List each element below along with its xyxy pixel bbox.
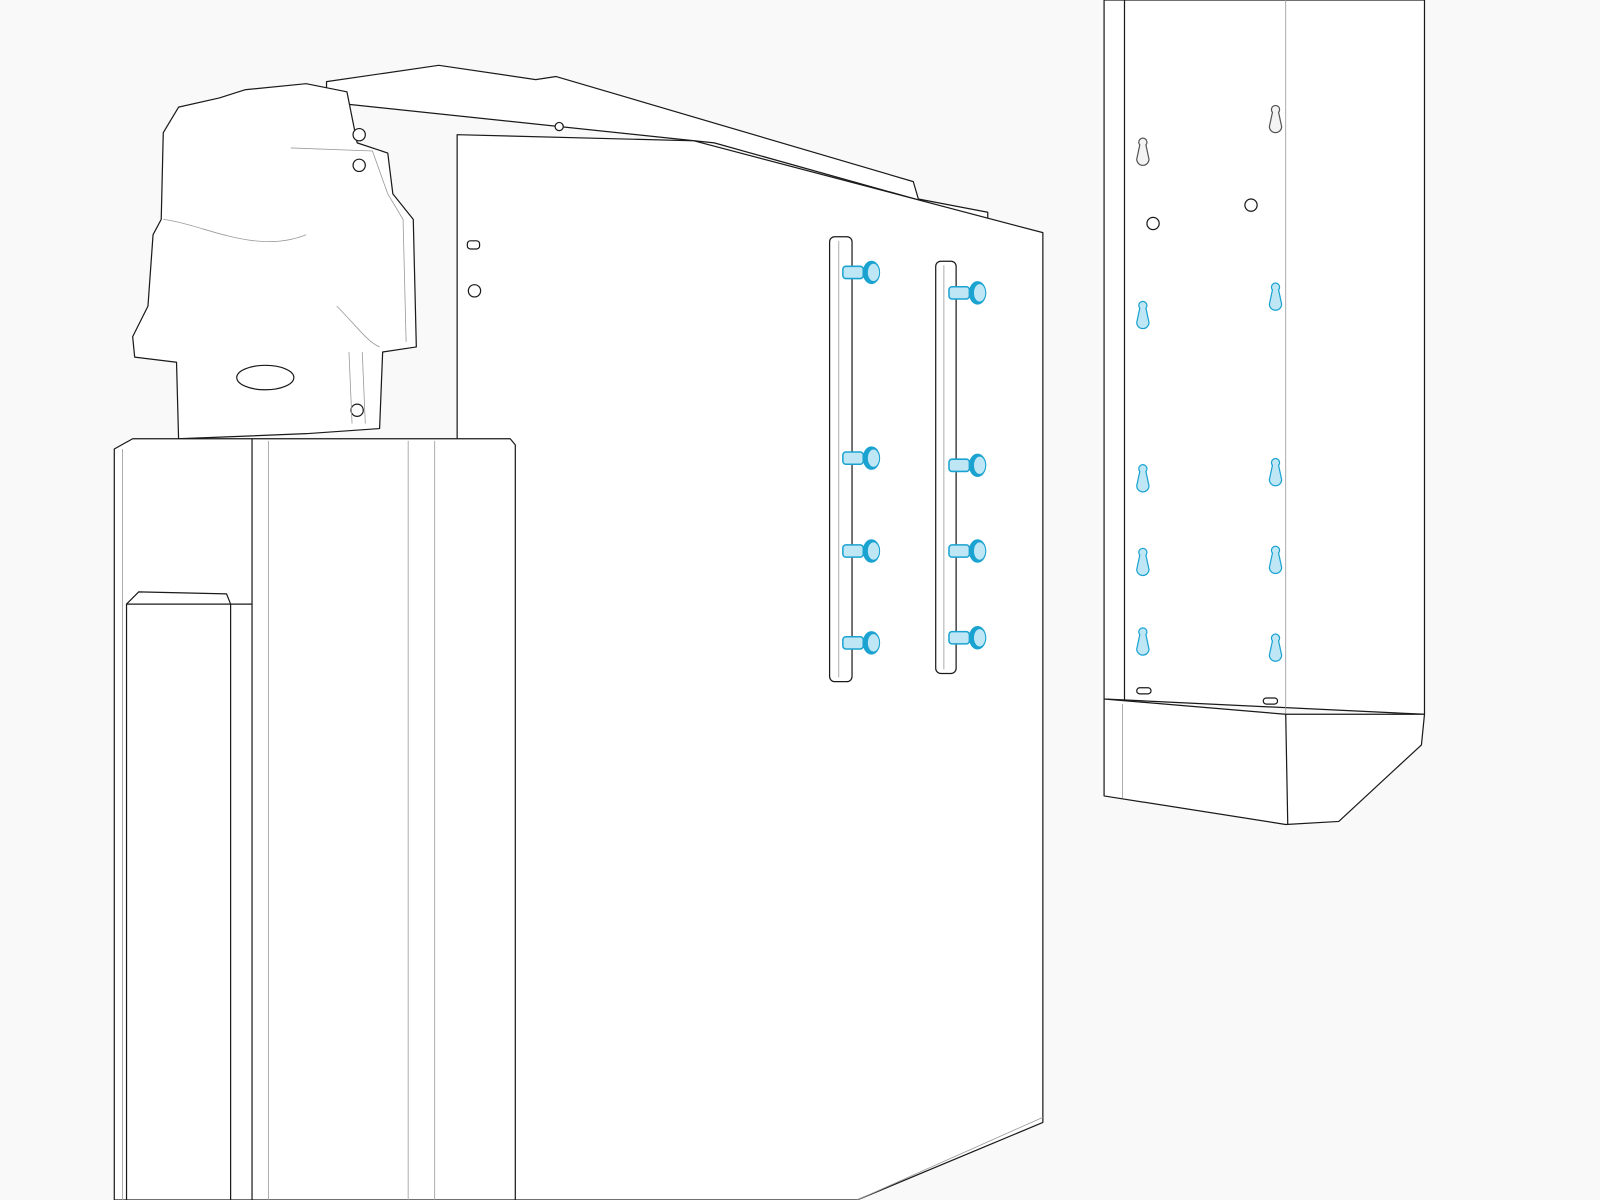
keyhole-slot-icon (1268, 457, 1283, 487)
stud (1244, 198, 1258, 212)
handle (236, 364, 295, 391)
stud (1146, 216, 1160, 231)
keyhole-slot-icon (1268, 545, 1283, 575)
mounting-screw-icon (948, 539, 987, 563)
keyhole-slot-icon (1136, 300, 1150, 330)
column (113, 438, 516, 1200)
mounting-screw-icon (948, 281, 987, 305)
wall-plate (1103, 0, 1426, 826)
top-rail (325, 64, 1044, 236)
keyhole-slot-icon (1136, 464, 1150, 493)
panel-base-edge (856, 1116, 1044, 1200)
hole (554, 121, 564, 132)
back-panel (456, 134, 1044, 1200)
mounting-screw-icon (842, 539, 881, 563)
keyhole-slot-icon (1136, 137, 1150, 166)
mounting-screw-icon (948, 626, 987, 650)
mounting-screw-icon (842, 631, 881, 655)
keyhole-slot-icon (1268, 104, 1283, 134)
bolt (467, 284, 482, 298)
mounting-screw-icon (842, 446, 881, 470)
keyhole-slot-icon (1136, 627, 1150, 656)
mounting-screw-icon (842, 260, 881, 285)
keyhole-slot-icon (1268, 282, 1283, 311)
pin (466, 240, 481, 250)
mounting-screw-icon (948, 453, 987, 478)
keyhole-slot-icon (1136, 547, 1150, 577)
keyhole-slot-icon (1268, 633, 1283, 662)
main-unit (325, 64, 1044, 1200)
motor-housing (132, 83, 417, 440)
